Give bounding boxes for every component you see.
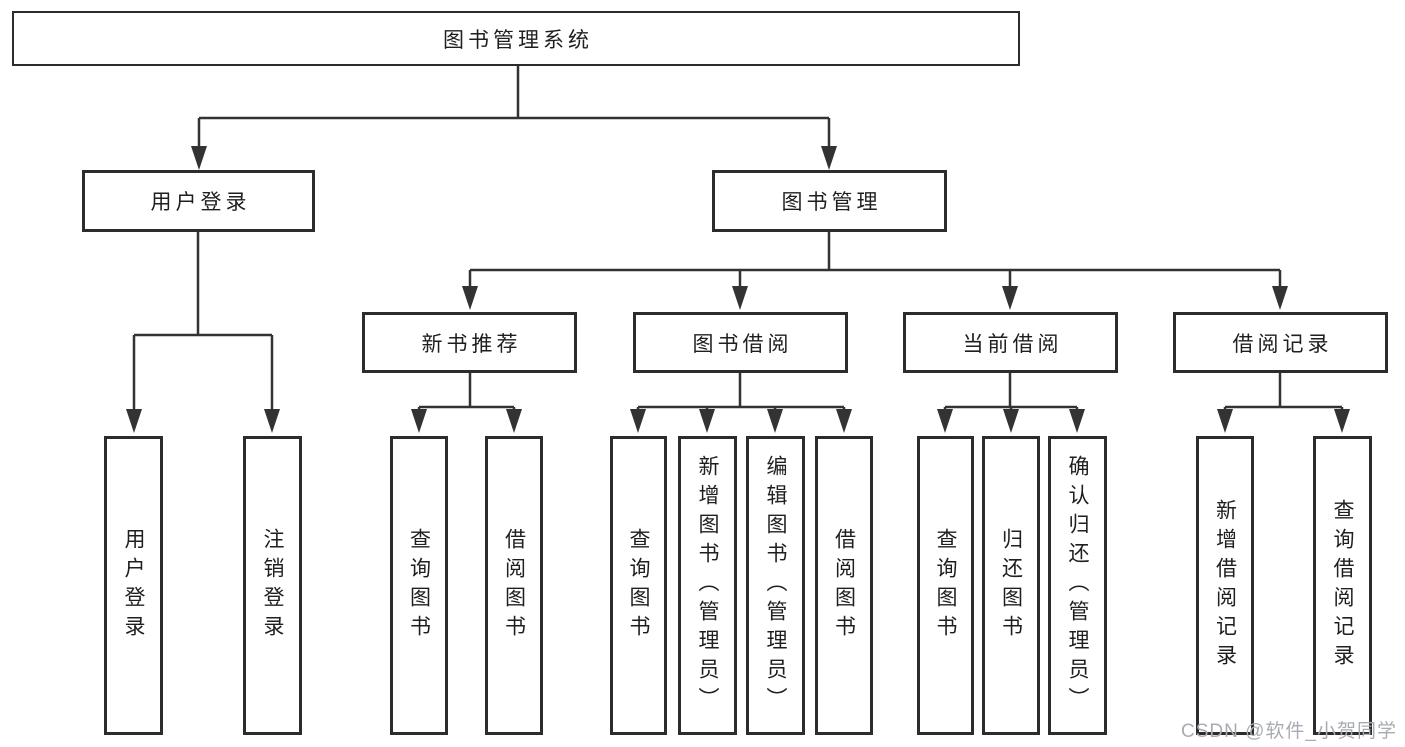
node-edit-book-admin: 编辑图书（管理员）	[746, 436, 805, 735]
node-user-login: 用户登录	[104, 436, 163, 735]
node-confirm-return-admin: 确认归还（管理员）	[1048, 436, 1107, 735]
node-label: 用户登录	[150, 191, 251, 214]
node-current-borrowing: 当前借阅	[903, 312, 1118, 373]
node-query-books-recommend: 查询图书	[390, 436, 448, 735]
node-label: 确认归还（管理员）	[1066, 455, 1089, 716]
node-label: 新增借阅记录	[1213, 498, 1237, 673]
node-label: 当前借阅	[962, 332, 1063, 356]
node-label: 借阅记录	[1232, 332, 1333, 356]
node-label: 查询图书	[934, 527, 957, 644]
node-label: 查询图书	[627, 527, 650, 644]
node-borrow-books: 借阅图书	[815, 436, 873, 735]
node-add-borrow-record: 新增借阅记录	[1196, 436, 1254, 735]
node-label: 归还图书	[999, 527, 1023, 644]
node-logout: 注销登录	[243, 436, 302, 735]
node-label: 查询图书	[407, 527, 431, 644]
node-borrowing-records: 借阅记录	[1173, 312, 1388, 373]
node-label: 新增图书（管理员）	[696, 455, 719, 716]
node-return-books: 归还图书	[982, 436, 1040, 735]
node-query-books-current: 查询图书	[917, 436, 974, 735]
csdn-watermark: CSDN @软件_小贺同学	[1181, 721, 1397, 742]
node-label: 图书借阅	[692, 332, 793, 356]
node-label: 图书管理系统	[443, 28, 593, 52]
node-label: 编辑图书（管理员）	[764, 455, 787, 716]
node-label: 查询借阅记录	[1331, 498, 1354, 673]
node-label: 借阅图书	[832, 527, 856, 644]
node-label: 用户登录	[122, 527, 145, 644]
node-label: 新书推荐	[421, 332, 522, 356]
node-label: 注销登录	[261, 527, 284, 644]
node-book-management: 图书管理	[712, 170, 947, 232]
node-add-book-admin: 新增图书（管理员）	[678, 436, 737, 735]
node-new-book-recommendation: 新书推荐	[362, 312, 577, 373]
node-label: 图书管理	[781, 191, 882, 214]
node-library-management-system: 图书管理系统	[12, 11, 1020, 66]
node-user-login-group: 用户登录	[82, 170, 315, 232]
node-book-borrowing: 图书借阅	[633, 312, 848, 373]
node-borrow-books-recommend: 借阅图书	[485, 436, 543, 735]
node-query-borrow-record: 查询借阅记录	[1313, 436, 1372, 735]
node-query-books-borrowing: 查询图书	[610, 436, 667, 735]
node-label: 借阅图书	[502, 527, 526, 644]
